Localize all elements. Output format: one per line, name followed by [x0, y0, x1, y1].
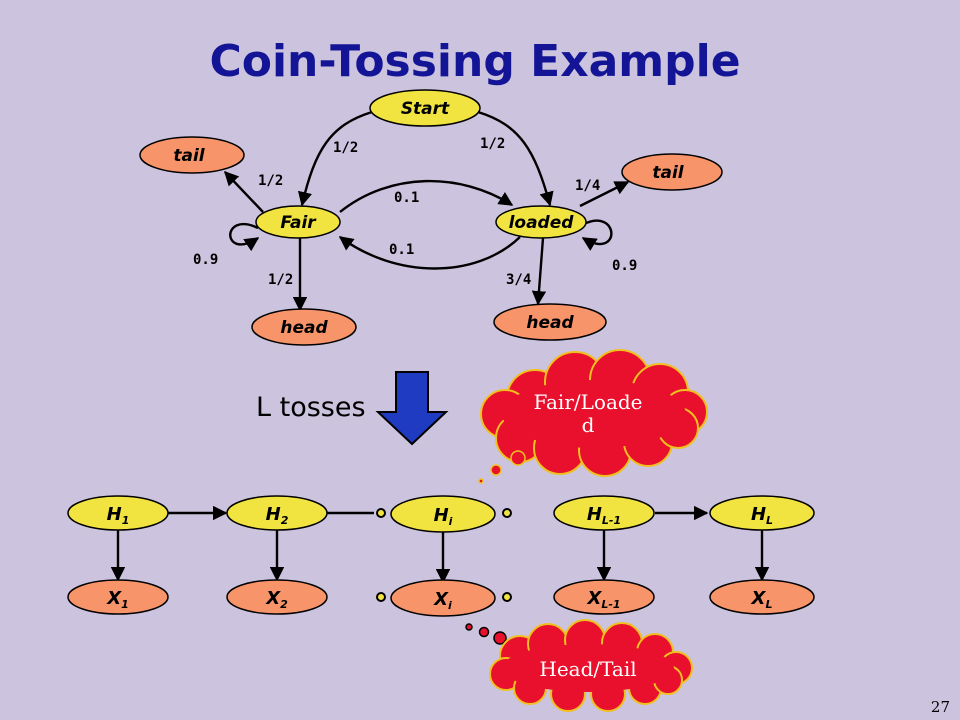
- edge-loaded-to-fair: [338, 236, 521, 270]
- gap-dot-x-left: [376, 592, 386, 602]
- node-start: [369, 89, 481, 127]
- observed-nodes: X1 X2 Xi XL-1 XL: [67, 579, 815, 617]
- node-tail-left-label: tail: [173, 146, 205, 166]
- node-loaded-label: loaded: [509, 213, 575, 233]
- node-tail-right: [621, 153, 723, 191]
- thought-cloud-fair-loaded: Fair/Loade d: [480, 349, 708, 477]
- gap-dot-x-right: [502, 592, 512, 602]
- node-h1-label: H1: [107, 504, 130, 527]
- node-head-right: [493, 303, 607, 341]
- label-loaded-to-head: 3/4: [506, 272, 531, 288]
- edge-start-to-fair: [297, 110, 373, 207]
- node-loaded: [495, 205, 587, 239]
- edge-fair-self-loop: [229, 222, 260, 252]
- node-x2-label: X2: [265, 588, 288, 611]
- label-fair-to-loaded: 0.1: [394, 190, 419, 206]
- gap-dot-h-right: [502, 508, 512, 518]
- thought-cloud-head-tail: Head/Tail: [489, 619, 693, 712]
- edge-labels: 1/2 1/2 1/2 1/4 0.1 0.1 0.9 0.9 1/2 3/4: [193, 136, 637, 288]
- label-loaded-to-tail: 1/4: [575, 178, 600, 194]
- cloud-bottom-bubbles: [465, 623, 507, 645]
- label-fair-self: 0.9: [193, 252, 218, 268]
- gap-dot-h-left: [376, 508, 386, 518]
- node-x1-label: X1: [106, 588, 129, 611]
- node-h2: [226, 495, 328, 531]
- label-fair-to-head: 1/2: [268, 272, 293, 288]
- node-xl: [709, 579, 815, 615]
- node-x2: [226, 579, 328, 615]
- page-number: 27: [931, 698, 950, 716]
- label-loaded-self: 0.9: [612, 258, 637, 274]
- edge-loaded-to-tail: [579, 180, 630, 208]
- label-fair-to-tail: 1/2: [258, 173, 283, 189]
- node-x1: [67, 579, 169, 615]
- cloud-top-line2: d: [582, 413, 595, 437]
- node-hl1-label: HL-1: [587, 504, 621, 527]
- node-hl: [709, 495, 815, 531]
- edge-fair-to-loaded: [339, 179, 514, 213]
- node-start-label: Start: [401, 99, 450, 119]
- edge-fair-to-tail: [224, 170, 264, 213]
- node-fair-label: Fair: [280, 213, 317, 233]
- sequence-gap-dots: [376, 508, 512, 602]
- label-start-to-loaded: 1/2: [480, 136, 505, 152]
- node-hl1: [553, 495, 655, 531]
- node-h1: [67, 495, 169, 531]
- label-loaded-to-fair: 0.1: [389, 242, 414, 258]
- sequence-edges: [110, 505, 770, 584]
- node-tail-right-label: tail: [652, 163, 684, 183]
- node-hi-label: Hi: [434, 505, 453, 528]
- node-xi-label: Xi: [433, 589, 452, 612]
- down-arrow-icon: [375, 371, 449, 446]
- node-xl-label: XL: [751, 588, 773, 611]
- slide-title: Coin-Tossing Example: [209, 36, 740, 87]
- model-nodes: Start Fair loaded tail tail head head: [139, 89, 723, 346]
- edge-loaded-self-loop: [581, 219, 613, 251]
- node-fair: [255, 205, 341, 239]
- node-head-left-label: head: [280, 318, 328, 338]
- node-xi: [390, 579, 496, 617]
- edge-start-to-loaded: [477, 110, 554, 207]
- label-start-to-fair: 1/2: [333, 140, 358, 156]
- hidden-nodes: H1 H2 Hi HL-1 HL: [67, 495, 815, 533]
- model-edges: [224, 110, 630, 312]
- node-xl1-label: XL-1: [586, 588, 620, 611]
- node-xl1: [553, 579, 655, 615]
- node-h2-label: H2: [266, 504, 289, 527]
- cloud-top-bubbles: [478, 450, 526, 484]
- node-hi: [390, 495, 496, 533]
- cloud-bottom-text: Head/Tail: [539, 657, 636, 681]
- node-head-left: [251, 308, 357, 346]
- node-hl-label: HL: [751, 504, 773, 527]
- l-tosses-label: L tosses: [256, 392, 366, 423]
- node-head-right-label: head: [526, 313, 574, 333]
- cloud-top-line1: Fair/Loade: [533, 390, 642, 414]
- edge-loaded-to-head: [531, 237, 547, 306]
- node-tail-left: [139, 136, 245, 174]
